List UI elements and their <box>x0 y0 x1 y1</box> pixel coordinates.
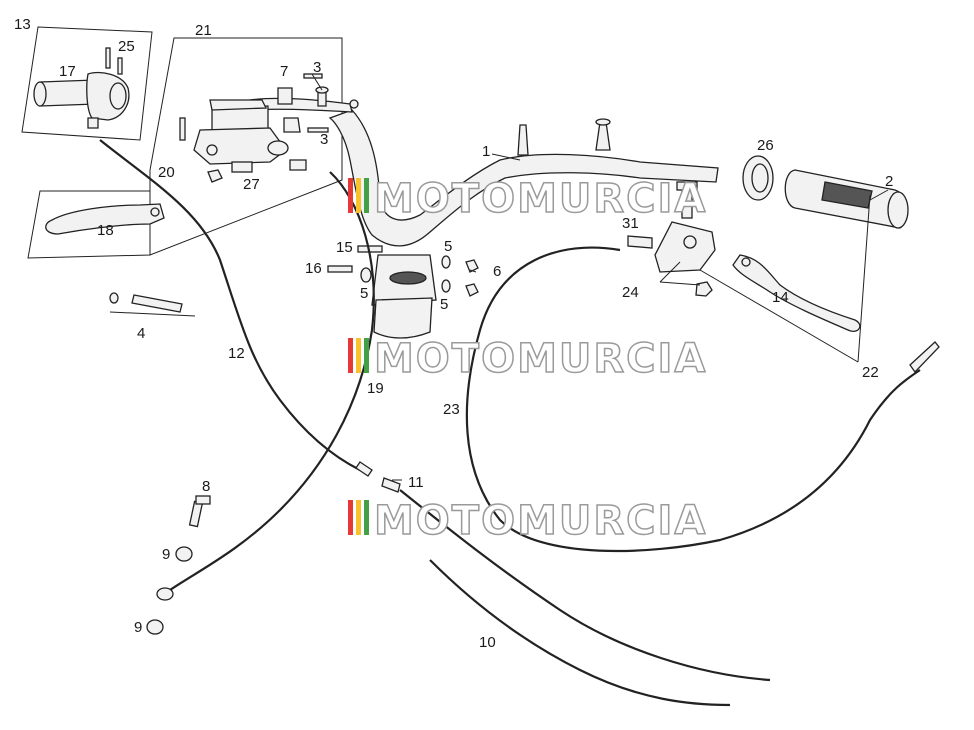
watermark-logo: MOTOMURCIA <box>348 335 707 383</box>
switch-icon <box>231 161 253 173</box>
nut-icon <box>695 281 713 297</box>
master-cylinder-icon <box>193 99 289 165</box>
callout-20: 20 <box>158 164 175 181</box>
washer-icon <box>146 619 164 635</box>
callout-24: 24 <box>622 284 639 301</box>
throttle-grip-icon <box>33 71 130 129</box>
spring-icon <box>109 292 196 317</box>
callout-10: 10 <box>479 634 496 651</box>
callout-3: 3 <box>320 131 328 148</box>
callout-23: 23 <box>443 401 460 418</box>
callout-8: 8 <box>202 478 210 495</box>
callout-3: 3 <box>313 59 321 76</box>
screw-icon <box>117 57 123 75</box>
svg-text:MOTOMURCIA: MOTOMURCIA <box>374 498 707 544</box>
callout-5: 5 <box>444 238 452 255</box>
callout-5: 5 <box>440 296 448 313</box>
callout-19: 19 <box>367 380 384 397</box>
callout-1: 1 <box>482 143 490 160</box>
adjuster-icon <box>627 235 653 249</box>
grip-ring-icon <box>742 155 774 201</box>
leader-lines <box>311 73 889 481</box>
callout-9: 9 <box>134 619 142 636</box>
callout-15: 15 <box>336 239 353 256</box>
banjo-bolt-icon <box>289 159 307 171</box>
callout-13: 13 <box>14 16 31 33</box>
inset-frame-throttle <box>21 26 153 141</box>
callout-26: 26 <box>757 137 774 154</box>
screw-icon <box>307 127 329 133</box>
callout-5: 5 <box>360 285 368 302</box>
grip-icon <box>784 169 909 229</box>
callout-22: 22 <box>862 364 879 381</box>
washer-icon <box>175 546 193 562</box>
watermark-logo: MOTOMURCIA <box>348 175 707 223</box>
handlebar-icon <box>249 86 719 339</box>
watermark-logo: MOTOMURCIA <box>348 497 707 545</box>
screw-icon <box>105 47 111 69</box>
callout-12: 12 <box>228 345 245 362</box>
bolt-icon <box>179 117 186 141</box>
bolt-icon <box>188 495 211 528</box>
svg-text:MOTOMURCIA: MOTOMURCIA <box>374 336 707 382</box>
callout-21: 21 <box>195 22 212 39</box>
callout-2: 2 <box>885 173 893 190</box>
callout-27: 27 <box>243 176 260 193</box>
inset-frame-lever-18 <box>27 190 151 259</box>
callout-6: 6 <box>493 263 501 280</box>
callout-14: 14 <box>772 289 789 306</box>
nut-icon <box>207 169 223 183</box>
callout-16: 16 <box>305 260 322 277</box>
callout-11: 11 <box>408 474 424 491</box>
lever-icon <box>45 203 165 235</box>
callout-4: 4 <box>137 325 145 342</box>
bolt-head-icon <box>676 181 698 191</box>
clamp-icon <box>283 117 301 133</box>
callout-31: 31 <box>622 215 639 232</box>
callout-7: 7 <box>280 63 288 80</box>
callout-9: 9 <box>162 546 170 563</box>
callout-labels: 1 2 3 3 4 5 5 5 6 7 8 9 9 10 11 12 13 14… <box>14 16 893 651</box>
callout-17: 17 <box>59 63 76 80</box>
callout-25: 25 <box>118 38 135 55</box>
inset-frame-master-cylinder <box>149 37 343 256</box>
lever-icon <box>654 221 861 332</box>
callout-18: 18 <box>97 222 114 239</box>
svg-text:MOTOMURCIA: MOTOMURCIA <box>374 176 707 222</box>
cable-icon <box>99 139 940 707</box>
